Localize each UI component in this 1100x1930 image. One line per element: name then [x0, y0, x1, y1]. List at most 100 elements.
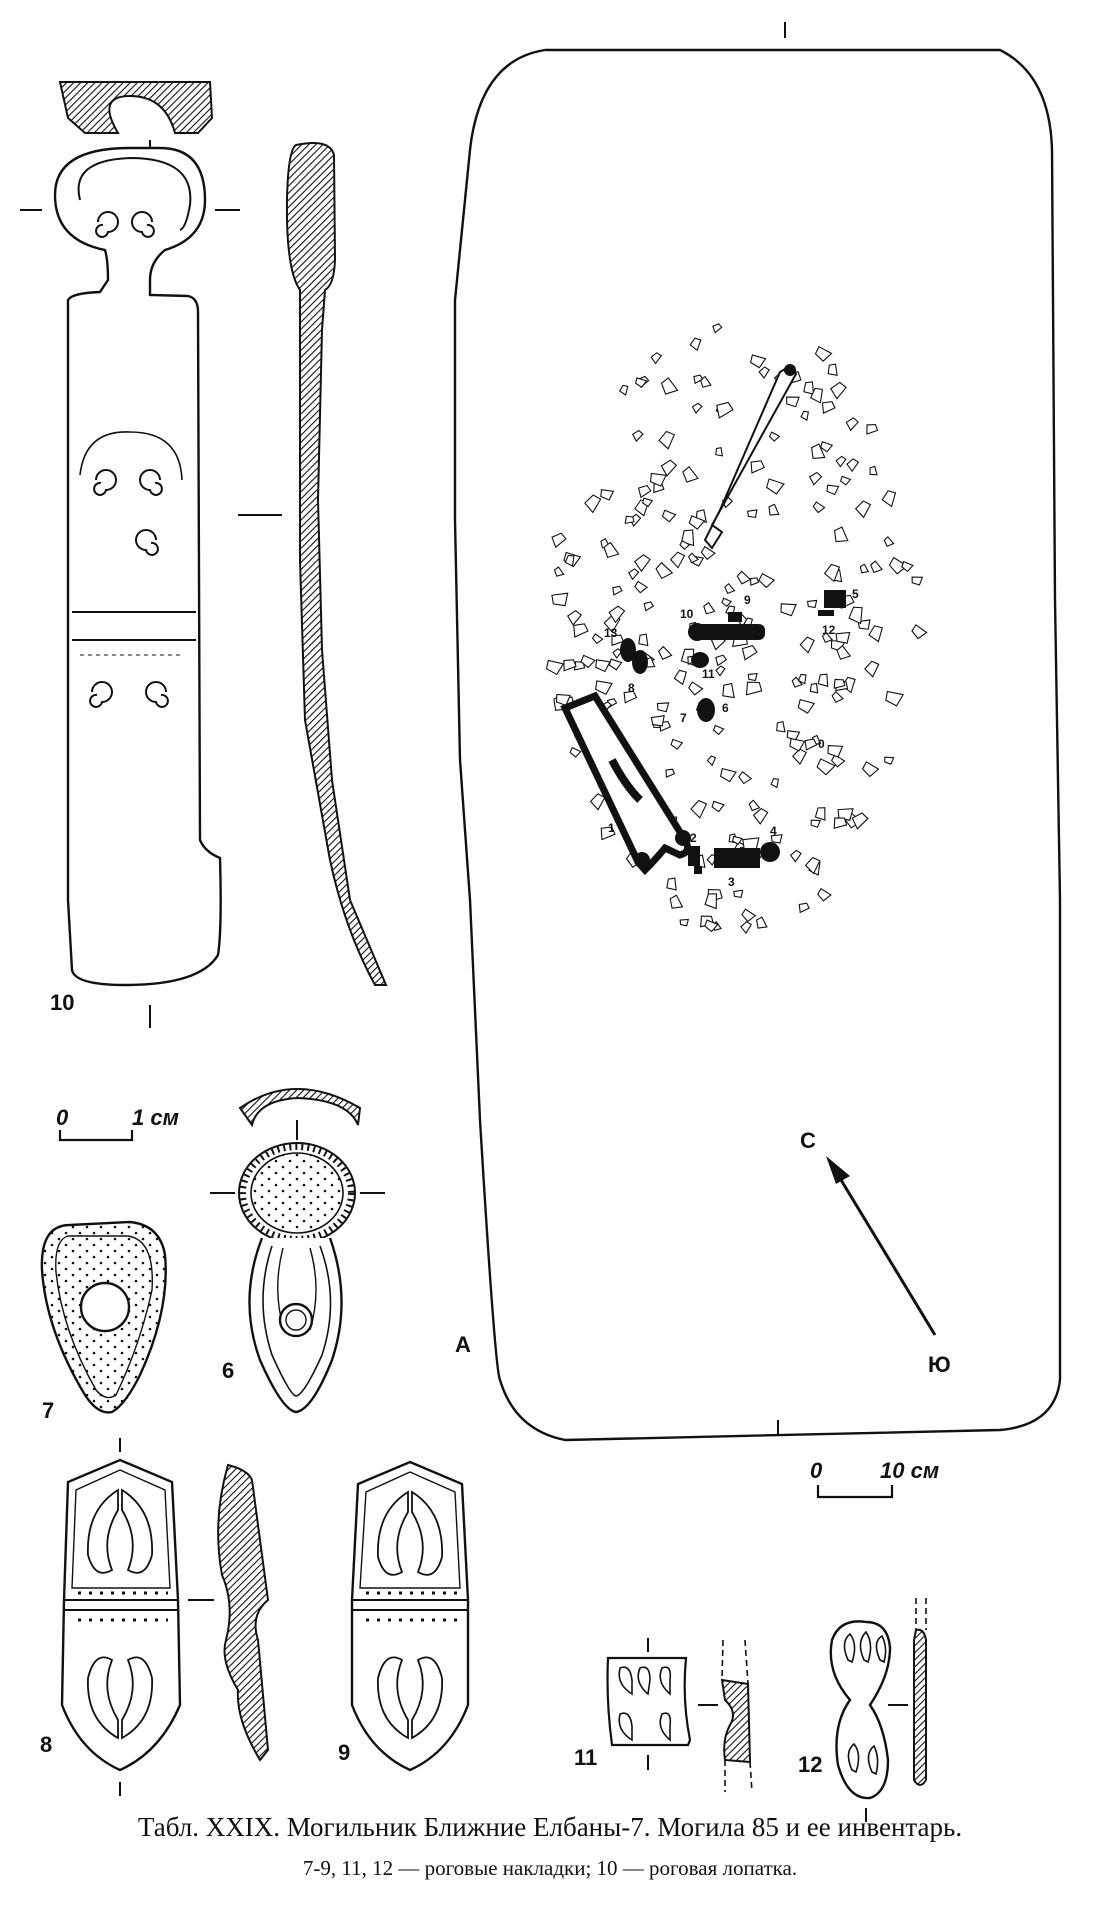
grave-item-label: 5	[852, 587, 859, 601]
svg-text:1 см: 1 см	[132, 1105, 179, 1130]
stone	[545, 659, 565, 676]
stone	[786, 396, 800, 408]
stone	[750, 577, 760, 586]
stone	[839, 475, 852, 486]
stone	[715, 654, 728, 667]
find-6	[697, 698, 715, 722]
figure-label-11: 11	[574, 1745, 597, 1770]
stone	[551, 592, 569, 607]
stone	[611, 634, 624, 647]
plaque-12-side-profile	[913, 1628, 927, 1786]
stone	[553, 566, 565, 577]
stone	[869, 465, 878, 476]
stone	[669, 551, 686, 569]
stone	[883, 536, 895, 547]
grave-item-label: 9	[744, 593, 751, 607]
stone	[816, 758, 836, 776]
plaque-object-6	[210, 1088, 385, 1414]
stone	[835, 455, 847, 468]
svg-text:0: 0	[810, 1458, 823, 1483]
stone	[885, 690, 905, 707]
stone	[706, 755, 717, 767]
stone	[704, 919, 719, 933]
stone	[634, 377, 648, 389]
stone	[687, 552, 700, 564]
stone	[808, 471, 823, 486]
stone	[551, 532, 567, 549]
find-4	[760, 842, 780, 862]
grave-outline	[453, 48, 1062, 1442]
stone	[638, 633, 649, 647]
stone	[819, 441, 834, 453]
stone	[688, 515, 706, 530]
stone	[804, 856, 821, 875]
stone	[740, 921, 753, 935]
stone	[741, 908, 757, 923]
spatula-section-top	[58, 81, 214, 134]
stone	[758, 572, 776, 589]
bone	[703, 364, 798, 550]
grave-item-label: 13	[604, 626, 618, 640]
grave-item-label: 8	[628, 681, 635, 695]
stone	[836, 645, 852, 660]
stone	[618, 384, 629, 396]
stone	[670, 738, 684, 750]
stone	[792, 748, 808, 766]
find-9-10	[695, 624, 765, 640]
svg-text:10 см: 10 см	[880, 1458, 939, 1483]
stone	[864, 660, 880, 678]
stone	[711, 800, 725, 813]
stone	[870, 560, 883, 574]
stone	[673, 669, 687, 686]
grave-item-label: 10	[680, 607, 694, 621]
stone	[827, 744, 844, 758]
stone	[835, 631, 851, 644]
stone	[748, 799, 761, 812]
find-3	[714, 848, 760, 868]
stone	[747, 673, 758, 682]
figure-label-9: 9	[338, 1740, 350, 1765]
stone	[738, 771, 753, 785]
stone	[826, 484, 840, 496]
grave-item-label: 0	[818, 737, 825, 751]
stone	[741, 644, 758, 661]
stone	[830, 381, 847, 400]
stone	[631, 429, 644, 443]
plate-caption-legend: 7-9, 11, 12 — роговые накладки; 10 — рог…	[302, 1856, 798, 1880]
stone	[736, 570, 752, 585]
stone	[804, 738, 818, 751]
stone	[715, 446, 724, 457]
stone	[911, 624, 928, 640]
stone	[827, 363, 838, 376]
stone	[817, 887, 832, 902]
stone	[830, 754, 846, 768]
stone	[658, 430, 676, 450]
stone	[649, 472, 667, 487]
stone	[569, 746, 582, 758]
stone	[800, 410, 810, 421]
stone	[660, 459, 678, 477]
stone	[624, 515, 635, 525]
stone	[600, 489, 615, 501]
compass-south-label: Ю	[928, 1352, 951, 1377]
grave-item-label: 7	[680, 711, 687, 725]
stone	[797, 673, 807, 685]
plaque-object-12	[829, 1620, 892, 1822]
stone	[669, 894, 684, 909]
stone	[595, 680, 613, 696]
find-5	[824, 590, 846, 608]
stone	[722, 682, 735, 699]
stone	[679, 539, 691, 550]
stone	[866, 424, 879, 435]
stone	[682, 466, 699, 483]
stone	[656, 702, 670, 713]
stone	[809, 387, 824, 404]
stone	[712, 724, 725, 736]
stone	[851, 812, 869, 830]
stone	[749, 354, 767, 369]
stone	[811, 443, 826, 459]
stone	[657, 645, 673, 660]
figure-label-10: 10	[50, 990, 74, 1015]
stone	[679, 918, 690, 927]
